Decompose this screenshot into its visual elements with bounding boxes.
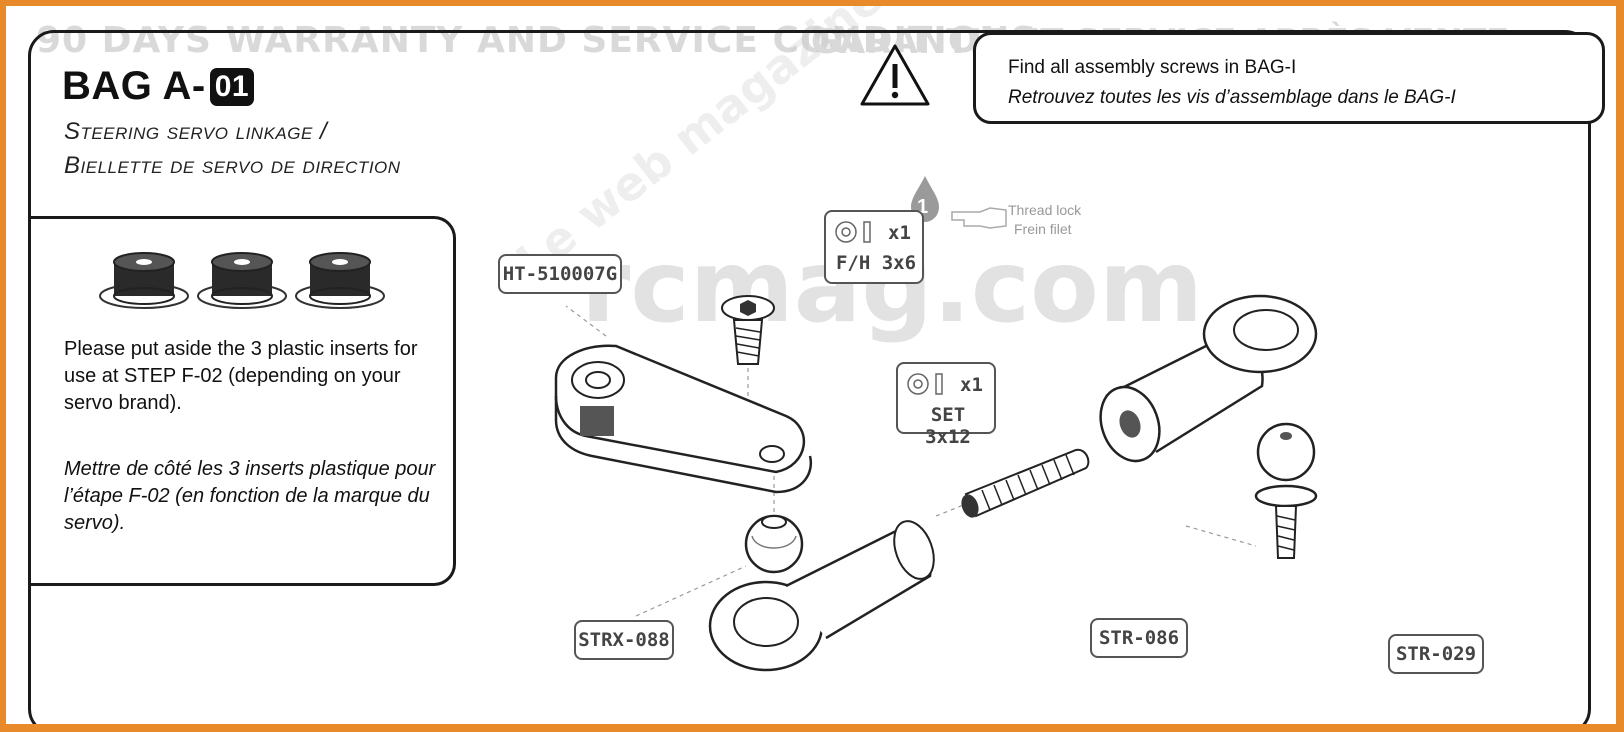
screw-notice-english: Find all assembly screws in BAG-I xyxy=(1008,57,1297,78)
rod-end-right-icon xyxy=(1099,294,1318,463)
thread-lock-hand-icon xyxy=(951,207,1007,229)
screw-qty: x1 xyxy=(960,374,983,396)
thread-lock-label-fr: Frein filet xyxy=(1014,221,1072,237)
set-screw-icon xyxy=(961,448,1090,518)
part-tag-rod-end: STR-086 xyxy=(1090,618,1188,658)
part-tag-servo-horn: HT-510007G xyxy=(498,254,622,294)
part-tag-ball: STRX-088 xyxy=(574,620,674,660)
screw-tag-fh-3x6: x1 F/H 3x6 xyxy=(824,210,924,284)
part-tag-ball-stud: STR-029 xyxy=(1388,634,1484,674)
manual-page: 90 DAYS WARRANTY AND SERVICE CONDITIONS … xyxy=(6,6,1616,724)
screw-size: SET 3x12 xyxy=(925,404,971,448)
thread-lock-label-en: Thread lock xyxy=(1008,202,1082,218)
bag-title: BAG A- 01 xyxy=(62,64,255,109)
bag-number-badge: 01 xyxy=(209,67,255,106)
background-heading-en: 90 DAYS WARRANTY AND SERVICE CONDITIONS xyxy=(36,20,1038,61)
screw-tag-set-3x12: x1 SET 3x12 xyxy=(896,362,996,448)
plastic-insert-icon xyxy=(99,252,189,309)
warning-triangle-icon xyxy=(860,44,930,106)
servo-horn-icon xyxy=(554,344,813,494)
plastic-insert-icon xyxy=(295,252,385,309)
plastic-inserts-illustration xyxy=(99,252,385,309)
set-screw-icon xyxy=(907,373,943,395)
plastic-insert-icon xyxy=(197,252,287,309)
inserts-note-english: Please put aside the 3 plastic inserts f… xyxy=(64,338,418,414)
subtitle-english: Steering servo linkage / xyxy=(64,118,328,145)
inserts-note-french: Mettre de côté les 3 inserts plastique p… xyxy=(64,458,436,534)
flat-head-screw-icon xyxy=(721,295,775,365)
subtitle-french: Biellette de servo de direction xyxy=(64,152,401,179)
screw-size: F/H 3x6 xyxy=(835,252,917,274)
screw-head-icon xyxy=(835,221,871,243)
ball-stud-icon xyxy=(1254,422,1318,559)
screw-notice-french: Retrouvez toutes les vis d’assemblage da… xyxy=(1008,87,1456,108)
steering-linkage-exploded-view xyxy=(554,294,1318,672)
step-frame xyxy=(28,30,1591,724)
pivot-ball-icon xyxy=(744,514,804,574)
screw-qty: x1 xyxy=(888,222,911,244)
thread-lock-step-number: 1 xyxy=(917,196,929,218)
rod-end-left-icon xyxy=(708,520,935,672)
screw-notice-box: Find all assembly screws in BAG-I Retrou… xyxy=(973,32,1605,124)
bag-title-text: BAG A- xyxy=(62,64,206,108)
